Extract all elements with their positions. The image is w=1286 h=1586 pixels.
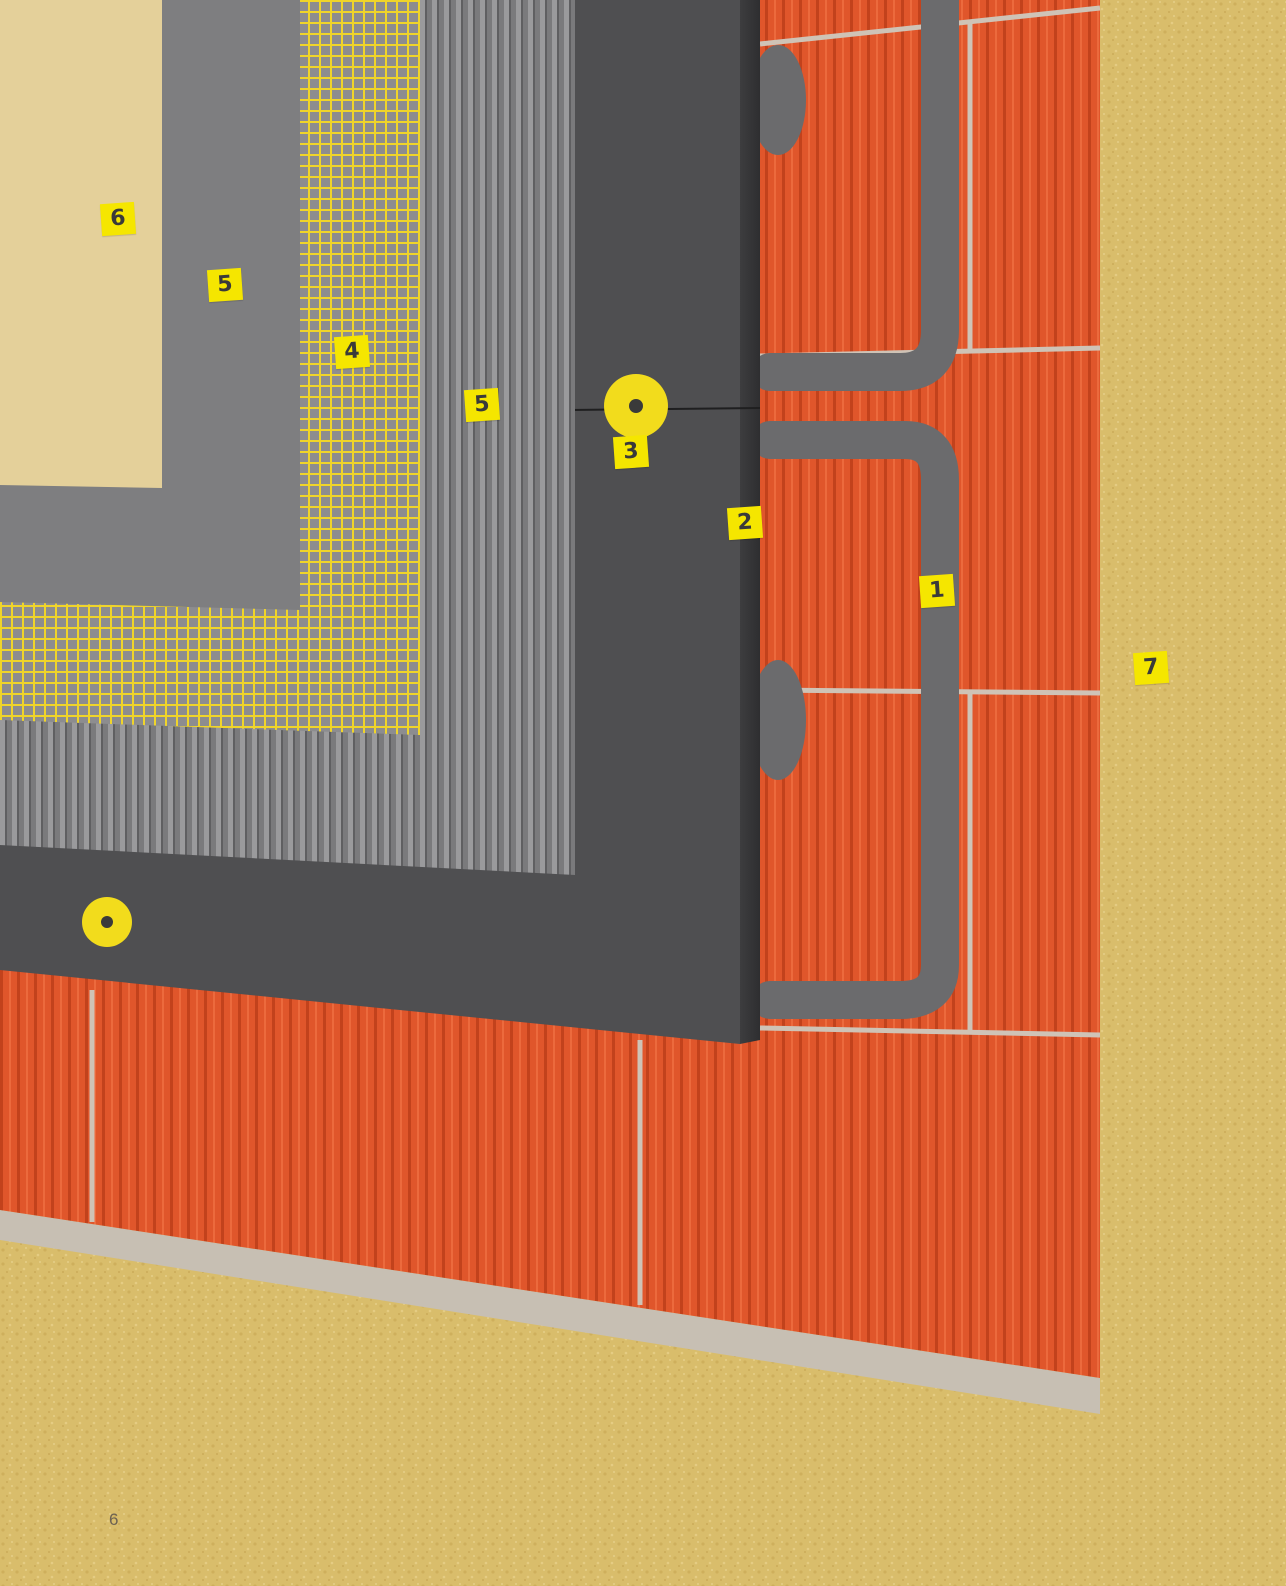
marker-1: 1	[919, 574, 955, 608]
marker-2: 2	[727, 506, 763, 540]
marker-4: 4	[334, 335, 370, 369]
marker-3: 3	[613, 435, 649, 469]
finish-coat	[0, 0, 162, 488]
anchor-lower	[82, 897, 132, 947]
page-number: 6	[109, 1510, 118, 1530]
marker-5-outer: 5	[207, 268, 243, 302]
marker-5-inner: 5	[464, 388, 500, 422]
marker-6: 6	[100, 202, 136, 236]
anchor-upper	[604, 374, 668, 438]
marker-7: 7	[1133, 651, 1169, 685]
